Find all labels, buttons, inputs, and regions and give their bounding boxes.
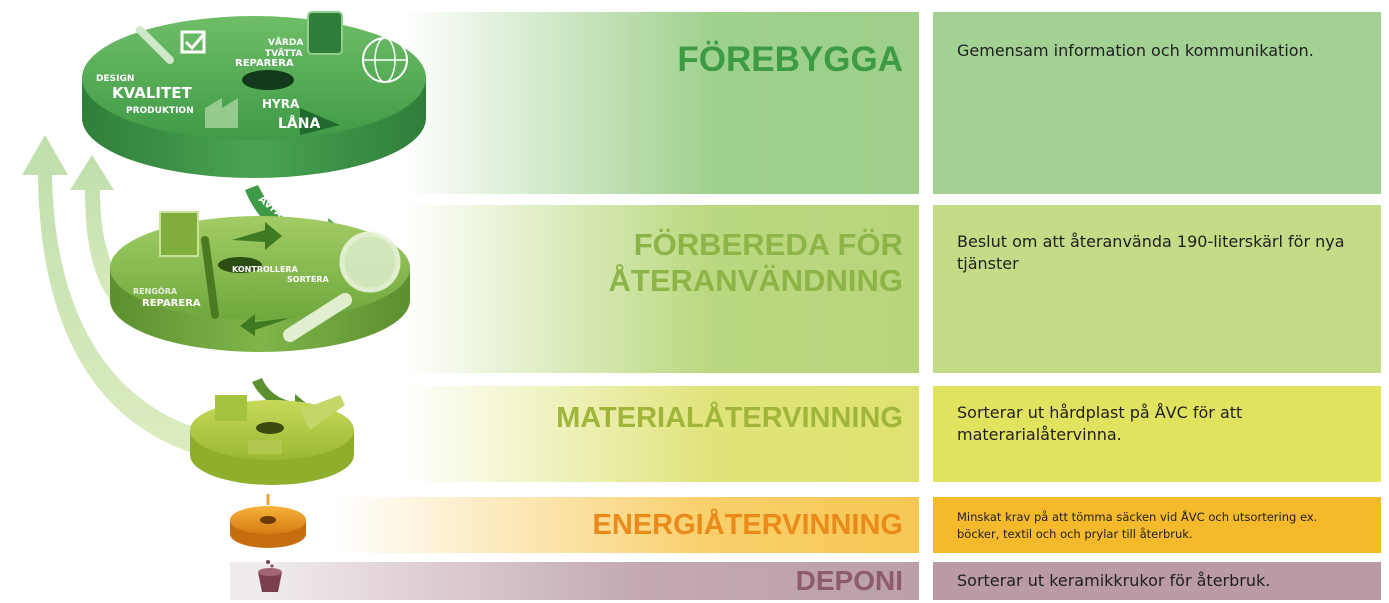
tier-description-materialatervinning: Sorterar ut hårdplast på ÅVC för att mat… [933,386,1381,482]
shredder-icon [300,395,345,430]
tier-title-energiatervinning: ENERGIÅTERVINNING [592,509,903,541]
recycling-bin-icon [215,395,247,421]
disk-forebygga: DESIGN KVALITET PRODUKTION VÅRDA TVÄTTA … [82,11,426,178]
label-kvalitet: KVALITET [112,84,192,102]
tier-title-forebygga: FÖREBYGGA [677,40,903,79]
tier-title-materialatervinning: MATERIALÅTERVINNING [556,402,903,434]
label-lana: LÅNA [278,115,320,132]
screwdriver-icon [201,236,219,319]
label-rengora: RENGÖRA [133,286,178,296]
waste-hierarchy-illustration: DESIGN KVALITET PRODUKTION VÅRDA TVÄTTA … [22,11,426,592]
tier-band-deponi: DEPONI [230,562,919,600]
rolling-pin-icon [283,293,352,342]
label-kontrollera: KONTROLLERA [232,265,299,274]
disk-forbereda: KONTROLLERA SORTERA RENGÖRA REPARERA [110,211,410,352]
description-text: Gemensam information och kommunikation. [957,41,1314,60]
magnifier-icon [339,231,401,293]
label-hyra: HYRA [262,97,300,111]
truck-icon [248,440,282,454]
tier-band-energiatervinning: ENERGIÅTERVINNING [230,497,919,553]
arrow-left-icon [240,314,290,336]
description-text: Sorterar ut keramikkrukor för återbruk. [957,571,1271,590]
factory-icon [205,98,238,128]
checkbox-icon [180,30,206,54]
disk-energiatervinning [230,494,306,548]
tier-description-deponi: Sorterar ut keramikkrukor för återbruk. [933,562,1381,600]
arrow-right-icon [232,222,282,250]
thread-spool-icon [307,11,343,55]
return-arrow-inner-icon [70,155,150,330]
label-sortera: SORTERA [287,275,329,284]
disk-materialatervinning [190,395,354,485]
return-arrow-outer-icon [22,135,255,465]
description-text: Beslut om att återanvända 190-literskärl… [957,232,1345,274]
label-tvatta: TVÄTTA [265,48,303,59]
label-varda: VÅRDA [268,37,303,48]
label-reparera: REPARERA [235,58,294,69]
tier-title-deponi: DEPONI [795,565,903,596]
label-design: DESIGN [96,74,134,84]
paint-bucket-icon [159,211,199,257]
label-produktion: PRODUKTION [126,106,194,116]
tier-description-forebygga: Gemensam information och kommunikation. [933,12,1381,194]
description-text: Sorterar ut hårdplast på ÅVC för att mat… [957,403,1243,445]
tier-title-forbereda: FÖRBEREDA FÖR ÅTERANVÄNDNING [608,227,904,298]
pencil-icon [136,26,174,64]
arrow-icon [300,108,340,135]
description-text: Minskat krav på att tömma säcken vid ÅVC… [957,510,1318,541]
tier-description-forbereda: Beslut om att återanvända 190-literskärl… [933,205,1381,373]
tier-description-energiatervinning: Minskat krav på att tömma säcken vid ÅVC… [933,497,1381,553]
deponi-pot-icon [258,560,282,592]
label-reparera-2: REPARERA [142,298,201,309]
